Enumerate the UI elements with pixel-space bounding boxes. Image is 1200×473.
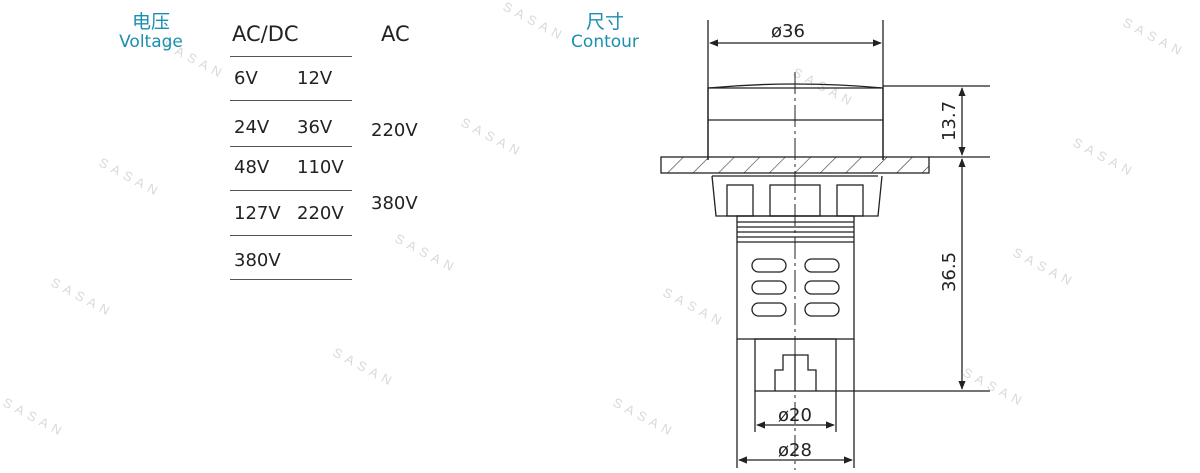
- nut-outline: [711, 175, 883, 217]
- voltage-cell: 127V: [234, 203, 281, 224]
- column-header-ac: AC: [381, 22, 410, 46]
- voltage-cell: 24V: [234, 117, 270, 138]
- vent-slot: [751, 302, 787, 317]
- table-rule: [230, 235, 352, 236]
- contour-title-cn: 尺寸: [585, 11, 624, 33]
- voltage-title-cn: 电压: [131, 11, 170, 33]
- dimension-label-diameter-20: ø20: [778, 405, 812, 426]
- table-rule: [230, 100, 352, 101]
- voltage-cell: 220V: [297, 203, 344, 224]
- voltage-title: 电压 Voltage: [108, 12, 194, 52]
- ac-voltage-value: 220V: [371, 120, 418, 141]
- nut-slot: [726, 184, 754, 217]
- contour-title-en: Contour: [571, 32, 639, 52]
- nut-slot: [836, 184, 864, 217]
- voltage-cell: 12V: [297, 68, 333, 89]
- vent-slot: [804, 258, 840, 273]
- contour-title: 尺寸 Contour: [560, 12, 650, 52]
- dimension-label-body-height: 36.5: [939, 252, 960, 292]
- table-rule: [230, 146, 352, 147]
- vent-slot: [751, 280, 787, 295]
- mounting-panel: [660, 156, 930, 174]
- table-rule: [230, 190, 352, 191]
- dimension-label-cap-height: 13.7: [939, 101, 960, 141]
- voltage-cell: 36V: [297, 117, 333, 138]
- vent-slot: [804, 280, 840, 295]
- dimension-label-diameter-36: ø36: [771, 21, 805, 42]
- voltage-title-en: Voltage: [119, 32, 183, 52]
- dimension-label-diameter-28: ø28: [778, 440, 812, 461]
- vent-slot: [751, 258, 787, 273]
- table-rule: [230, 56, 352, 57]
- column-header-acdc: AC/DC: [232, 22, 299, 46]
- voltage-cell: 48V: [234, 157, 270, 178]
- voltage-cell: 6V: [234, 68, 258, 89]
- ac-voltage-value: 380V: [371, 193, 418, 214]
- voltage-cell: 110V: [297, 157, 344, 178]
- table-rule: [230, 279, 352, 280]
- vent-slot: [804, 302, 840, 317]
- voltage-cell: 380V: [234, 250, 281, 271]
